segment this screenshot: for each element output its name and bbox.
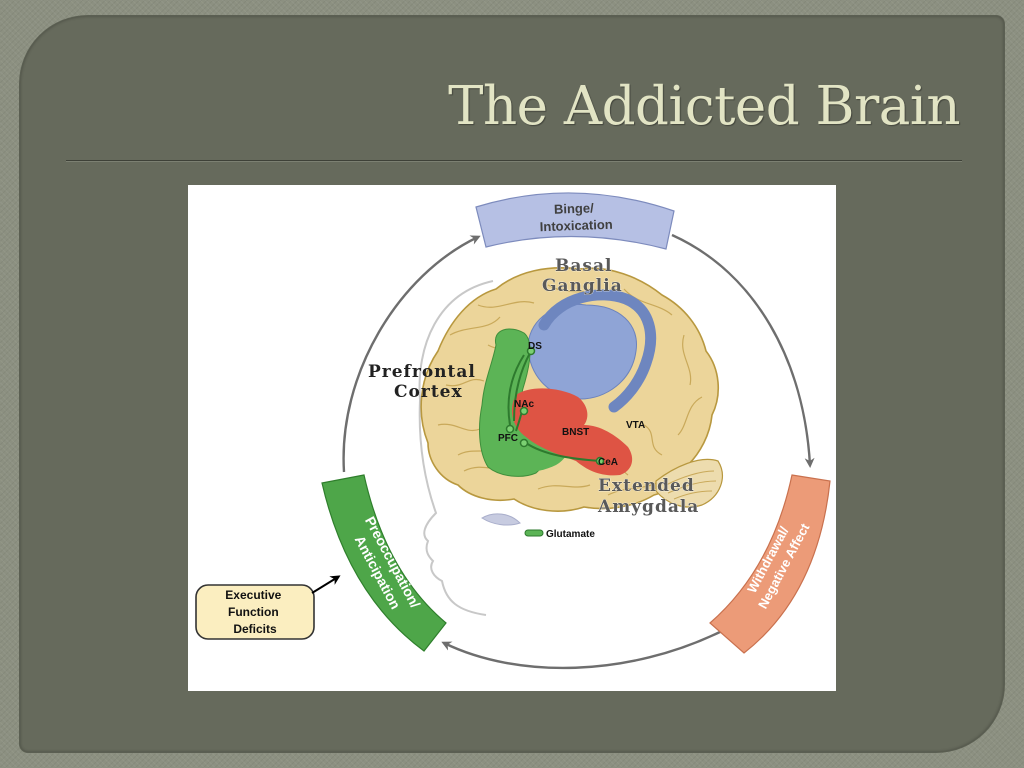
withdrawal-band — [709, 474, 831, 654]
eye-shape — [481, 513, 521, 526]
head-profile — [418, 280, 494, 616]
cerebellum-folds — [665, 470, 717, 500]
arc-withdrawal-to-preoccupation — [441, 629, 723, 670]
legend-swatch — [524, 529, 544, 537]
vta-label: VTA — [626, 420, 645, 431]
bnst-label: BNST — [562, 427, 589, 438]
arc-binge-to-withdrawal — [671, 233, 815, 468]
nac-label: NAc — [514, 399, 534, 410]
executive-box-frame — [195, 584, 315, 640]
stage-binge-intoxication: Binge/ Intoxication — [475, 192, 675, 250]
title-divider — [66, 160, 962, 162]
addiction-cycle-diagram: DS NAc PFC BNST VTA CeA Basal Ganglia Pr… — [188, 185, 836, 691]
glutamate-nodes — [505, 346, 605, 466]
binge-band — [475, 192, 675, 250]
slide-title: The Addicted Brain — [448, 76, 960, 137]
executive-function-box: Executive Function Deficits — [195, 575, 341, 640]
diagram-canvas: DS NAc PFC BNST VTA CeA Basal Ganglia Pr… — [195, 192, 831, 670]
binge-label: Binge/ Intoxication — [539, 200, 613, 235]
legend-label: Glutamate — [546, 529, 595, 540]
stage-preoccupation-anticipation: Preoccupation/ Anticipation — [321, 474, 447, 652]
ds-label: DS — [528, 341, 542, 352]
basal-ganglia-label: Basal Ganglia — [542, 256, 623, 296]
legend: Glutamate — [524, 529, 595, 540]
caudate-tail — [538, 289, 657, 413]
preoccupation-band — [321, 474, 447, 652]
cea-label: CeA — [598, 457, 618, 468]
arc-preoccupation-to-binge — [342, 235, 481, 473]
executive-arrow — [311, 575, 341, 594]
prefrontal-cortex-label: Prefrontal Cortex — [368, 362, 483, 402]
amygdala-region — [511, 388, 633, 476]
executive-box-text: Executive Function Deficits — [225, 588, 284, 636]
stage-withdrawal-negative-affect: Withdrawal/ Negative Affect — [709, 474, 831, 654]
extended-amygdala-label: Extended Amygdala — [597, 476, 702, 517]
pfc-label: PFC — [498, 433, 518, 444]
